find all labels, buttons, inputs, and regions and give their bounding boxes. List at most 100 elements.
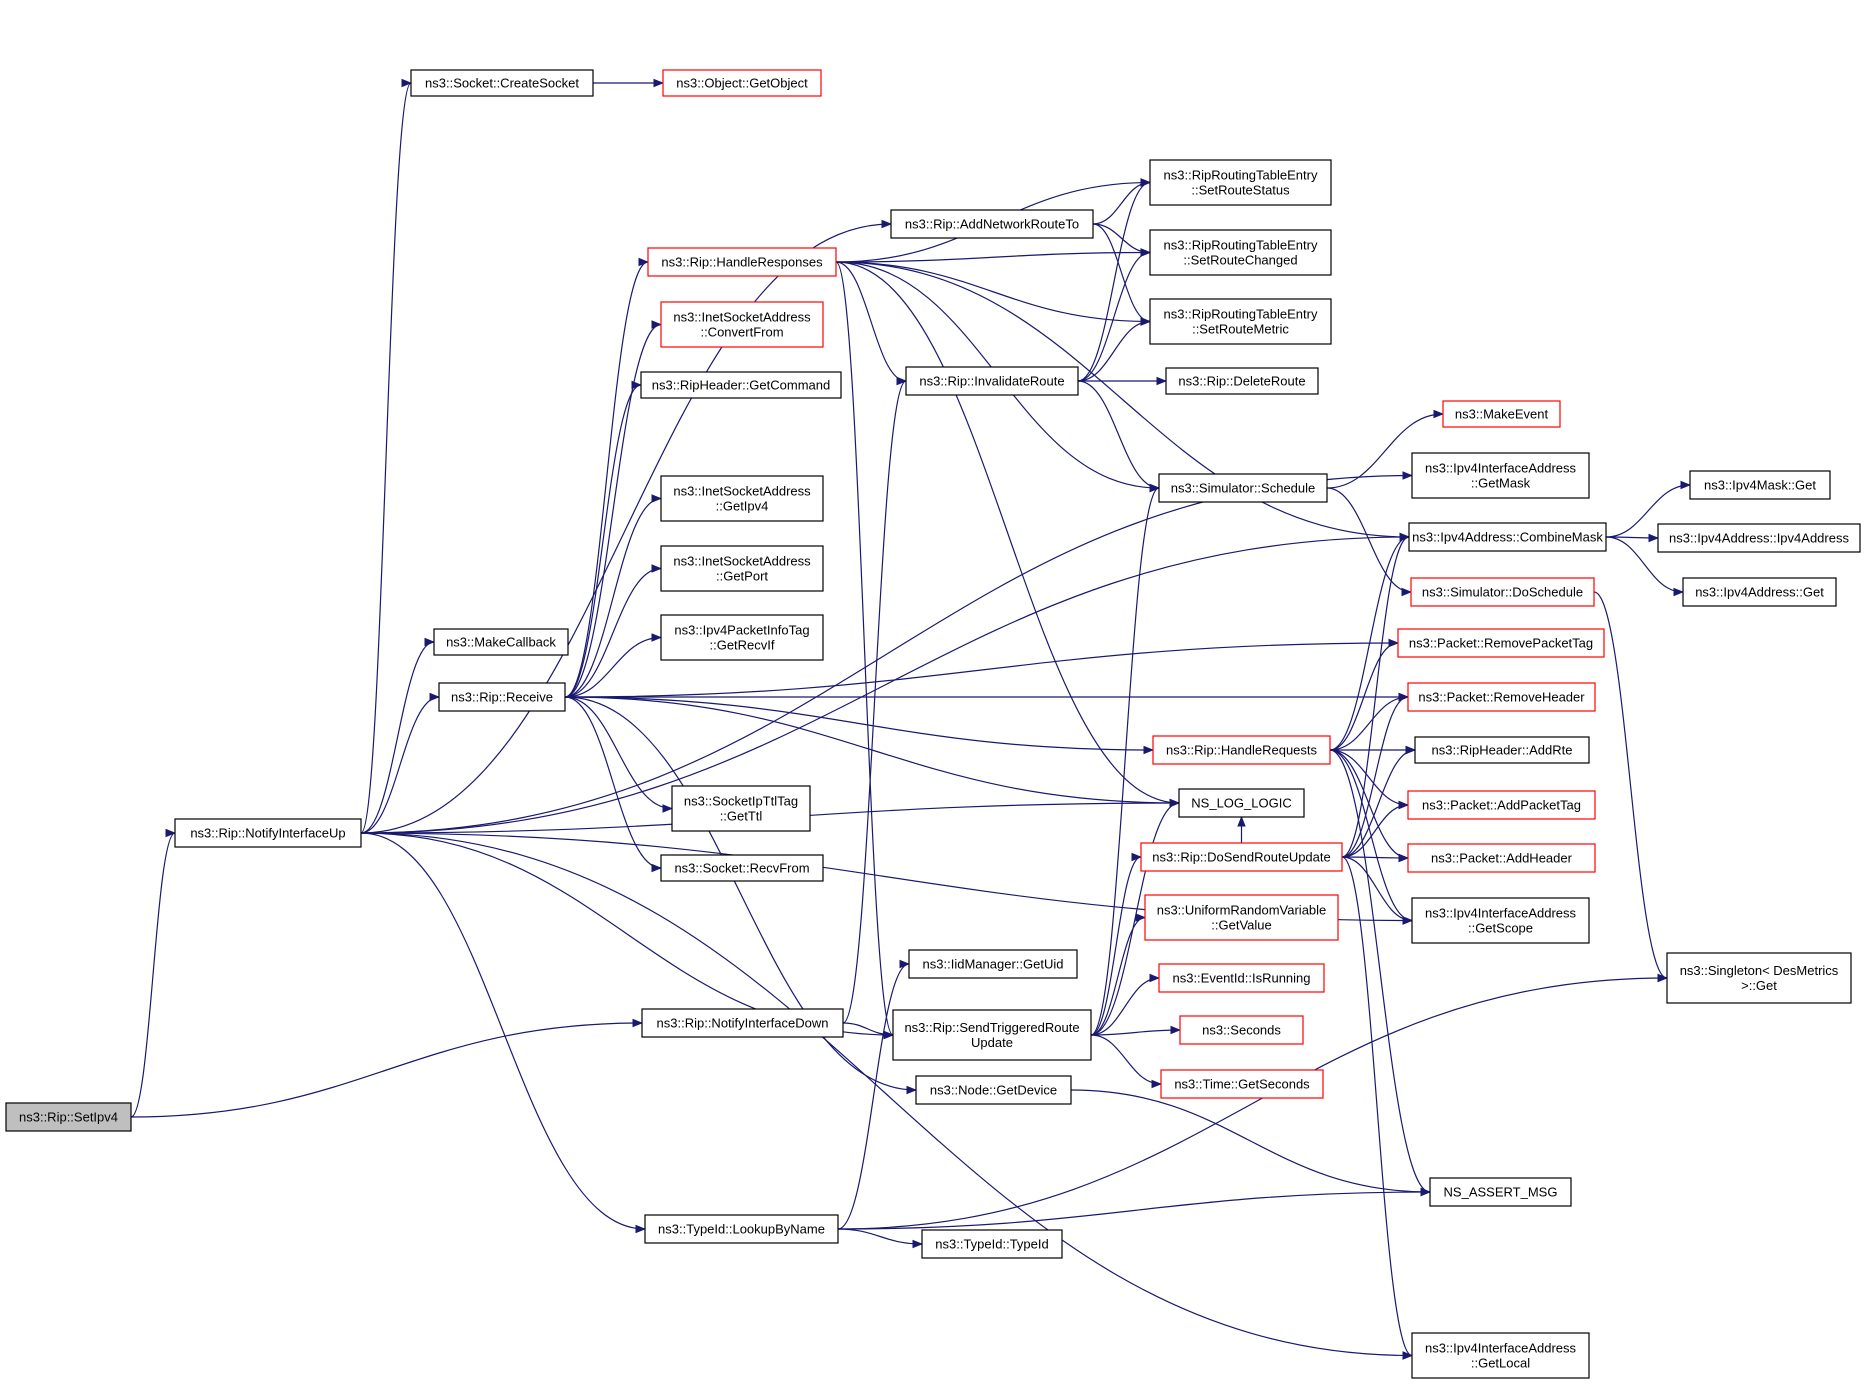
node-makeevent[interactable]: ns3::MakeEvent bbox=[1442, 400, 1561, 428]
node-getdevice[interactable]: ns3::Node::GetDevice bbox=[915, 1075, 1072, 1105]
node-setipv4[interactable]: ns3::Rip::SetIpv4 bbox=[5, 1102, 132, 1132]
node-assertmsg[interactable]: NS_ASSERT_MSG bbox=[1429, 1177, 1572, 1207]
node-box-nslog bbox=[1178, 788, 1305, 818]
node-maskget[interactable]: ns3::Ipv4Mask::Get bbox=[1689, 470, 1831, 500]
node-label-createsocket-0: ns3::Socket::CreateSocket bbox=[425, 76, 579, 91]
node-typeid[interactable]: ns3::TypeId::TypeId bbox=[921, 1229, 1063, 1259]
node-addheader[interactable]: ns3::Packet::AddHeader bbox=[1407, 843, 1596, 873]
node-box-addnetworkrouteto bbox=[890, 209, 1094, 239]
node-lookupbyname[interactable]: ns3::TypeId::LookupByName bbox=[644, 1214, 839, 1244]
node-box-typeid bbox=[921, 1229, 1063, 1259]
node-ipv4addrctor[interactable]: ns3::Ipv4Address::Ipv4Address bbox=[1657, 523, 1861, 553]
edge-sendtriggered-to-schedule bbox=[1090, 483, 1161, 1036]
node-box-doschedule bbox=[1410, 577, 1595, 607]
node-getipv4[interactable]: ns3::InetSocketAddress::GetIpv4 bbox=[660, 475, 824, 522]
node-convertfrom[interactable]: ns3::InetSocketAddress::ConvertFrom bbox=[660, 301, 824, 348]
node-label-addheader-0: ns3::Packet::AddHeader bbox=[1431, 851, 1573, 866]
node-seconds[interactable]: ns3::Seconds bbox=[1179, 1015, 1304, 1045]
node-getobject[interactable]: ns3::Object::GetObject bbox=[662, 69, 822, 97]
edge-combinemask-to-addrget bbox=[1605, 536, 1685, 597]
node-label-removepackettag-0: ns3::Packet::RemovePacketTag bbox=[1409, 636, 1593, 651]
node-handlerequests[interactable]: ns3::Rip::HandleRequests bbox=[1152, 735, 1331, 765]
edge-receive-to-recvfrom bbox=[564, 696, 663, 873]
node-label-getuid-0: ns3::IidManager::GetUid bbox=[923, 957, 1064, 972]
node-label-getscope-0: ns3::Ipv4InterfaceAddress bbox=[1425, 906, 1577, 921]
node-box-notifydown bbox=[641, 1008, 844, 1038]
edge-receive-to-convertfrom bbox=[564, 320, 663, 698]
node-box-deleteroute bbox=[1165, 367, 1319, 395]
node-label-invalidateroute-0: ns3::Rip::InvalidateRoute bbox=[919, 374, 1064, 389]
node-isrunning[interactable]: ns3::EventId::IsRunning bbox=[1158, 963, 1325, 993]
node-removepackettag[interactable]: ns3::Packet::RemovePacketTag bbox=[1397, 628, 1605, 658]
edge-receive-to-getrecvif bbox=[564, 633, 663, 698]
node-handleresponses[interactable]: ns3::Rip::HandleResponses bbox=[647, 247, 837, 277]
node-deleteroute[interactable]: ns3::Rip::DeleteRoute bbox=[1165, 367, 1319, 395]
node-label-getcommand-0: ns3::RipHeader::GetCommand bbox=[652, 378, 830, 393]
edge-sendtriggered-to-getseconds bbox=[1090, 1034, 1163, 1089]
node-box-schedule bbox=[1158, 473, 1328, 503]
node-getlocal[interactable]: ns3::Ipv4InterfaceAddress::GetLocal bbox=[1411, 1332, 1590, 1379]
node-label-makeevent-0: ns3::MakeEvent bbox=[1455, 407, 1549, 422]
node-getrecvif[interactable]: ns3::Ipv4PacketInfoTag::GetRecvIf bbox=[660, 614, 824, 661]
node-setroutechanged[interactable]: ns3::RipRoutingTableEntry::SetRouteChang… bbox=[1149, 229, 1332, 276]
node-schedule[interactable]: ns3::Simulator::Schedule bbox=[1158, 473, 1328, 503]
node-getseconds[interactable]: ns3::Time::GetSeconds bbox=[1160, 1069, 1324, 1099]
edge-sendtriggered-to-getvalue bbox=[1090, 913, 1147, 1036]
node-addpackettag[interactable]: ns3::Packet::AddPacketTag bbox=[1407, 790, 1596, 820]
edge-combinemask-to-maskget bbox=[1605, 480, 1692, 538]
node-box-setipv4 bbox=[5, 1102, 132, 1132]
node-box-combinemask bbox=[1408, 522, 1607, 552]
node-box-addrget bbox=[1682, 577, 1837, 607]
node-createsocket[interactable]: ns3::Socket::CreateSocket bbox=[410, 69, 594, 97]
edge-notifyup-to-receive bbox=[360, 692, 441, 834]
node-label-seconds-0: ns3::Seconds bbox=[1202, 1023, 1281, 1038]
node-nslog[interactable]: NS_LOG_LOGIC bbox=[1178, 788, 1305, 818]
edge-handlerequests-to-assertmsg bbox=[1329, 749, 1432, 1197]
node-label-maskget-0: ns3::Ipv4Mask::Get bbox=[1704, 478, 1816, 493]
node-singletonget[interactable]: ns3::Singleton< DesMetrics >::Get bbox=[1666, 952, 1852, 1004]
edge-schedule-to-doschedule bbox=[1326, 487, 1413, 597]
node-recvfrom[interactable]: ns3::Socket::RecvFrom bbox=[660, 854, 824, 882]
node-getcommand[interactable]: ns3::RipHeader::GetCommand bbox=[640, 371, 842, 399]
node-receive[interactable]: ns3::Rip::Receive bbox=[438, 682, 566, 712]
node-box-addheader bbox=[1407, 843, 1596, 873]
node-addnetworkrouteto[interactable]: ns3::Rip::AddNetworkRouteTo bbox=[890, 209, 1094, 239]
edge-doschedule-to-singletonget bbox=[1593, 591, 1669, 983]
node-box-getport bbox=[660, 545, 824, 592]
node-doschedule[interactable]: ns3::Simulator::DoSchedule bbox=[1410, 577, 1595, 607]
node-label-typeid-0: ns3::TypeId::TypeId bbox=[935, 1237, 1048, 1252]
edge-lookupbyname-to-singletonget bbox=[837, 973, 1669, 1230]
node-getscope[interactable]: ns3::Ipv4InterfaceAddress::GetScope bbox=[1411, 897, 1590, 944]
node-getport[interactable]: ns3::InetSocketAddress::GetPort bbox=[660, 545, 824, 592]
node-label-setroutestatus-1: ::SetRouteStatus bbox=[1191, 183, 1290, 198]
node-getmask[interactable]: ns3::Ipv4InterfaceAddress::GetMask bbox=[1411, 452, 1590, 499]
node-invalidateroute[interactable]: ns3::Rip::InvalidateRoute bbox=[905, 366, 1079, 396]
node-getuid[interactable]: ns3::IidManager::GetUid bbox=[908, 949, 1078, 979]
edge-invalidateroute-to-setroutemetric bbox=[1077, 317, 1152, 382]
node-label-addrget-0: ns3::Ipv4Address::Get bbox=[1695, 585, 1824, 600]
node-box-setroutechanged bbox=[1149, 229, 1332, 276]
node-label-addrte-0: ns3::RipHeader::AddRte bbox=[1432, 743, 1573, 758]
node-notifydown[interactable]: ns3::Rip::NotifyInterfaceDown bbox=[641, 1008, 844, 1038]
edge-handlerequests-to-removepackettag bbox=[1329, 638, 1400, 751]
node-getttl[interactable]: ns3::SocketIpTtlTag::GetTtl bbox=[671, 785, 811, 832]
node-removeheader[interactable]: ns3::Packet::RemoveHeader bbox=[1407, 682, 1596, 712]
node-getvalue[interactable]: ns3::UniformRandomVariable::GetValue bbox=[1144, 894, 1339, 941]
node-setroutemetric[interactable]: ns3::RipRoutingTableEntry::SetRouteMetri… bbox=[1149, 298, 1332, 345]
edge-handleresponses-to-combinemask bbox=[835, 261, 1411, 542]
node-combinemask[interactable]: ns3::Ipv4Address::CombineMask bbox=[1408, 522, 1607, 552]
node-addrte[interactable]: ns3::RipHeader::AddRte bbox=[1414, 736, 1590, 764]
node-makecallback[interactable]: ns3::MakeCallback bbox=[433, 628, 569, 656]
node-box-makeevent bbox=[1442, 400, 1561, 428]
node-notifyup[interactable]: ns3::Rip::NotifyInterfaceUp bbox=[174, 818, 362, 848]
node-box-removepackettag bbox=[1397, 628, 1605, 658]
edge-setipv4-to-notifydown bbox=[130, 1018, 644, 1118]
node-box-receive bbox=[438, 682, 566, 712]
edge-notifyup-to-makecallback bbox=[360, 637, 436, 834]
edge-receive-to-handlerequests bbox=[564, 696, 1155, 755]
node-setroutestatus[interactable]: ns3::RipRoutingTableEntry::SetRouteStatu… bbox=[1149, 159, 1332, 206]
node-addrget[interactable]: ns3::Ipv4Address::Get bbox=[1682, 577, 1837, 607]
node-dosendrouteupdate[interactable]: ns3::Rip::DoSendRouteUpdate bbox=[1140, 842, 1343, 872]
node-label-assertmsg-0: NS_ASSERT_MSG bbox=[1444, 1185, 1558, 1200]
